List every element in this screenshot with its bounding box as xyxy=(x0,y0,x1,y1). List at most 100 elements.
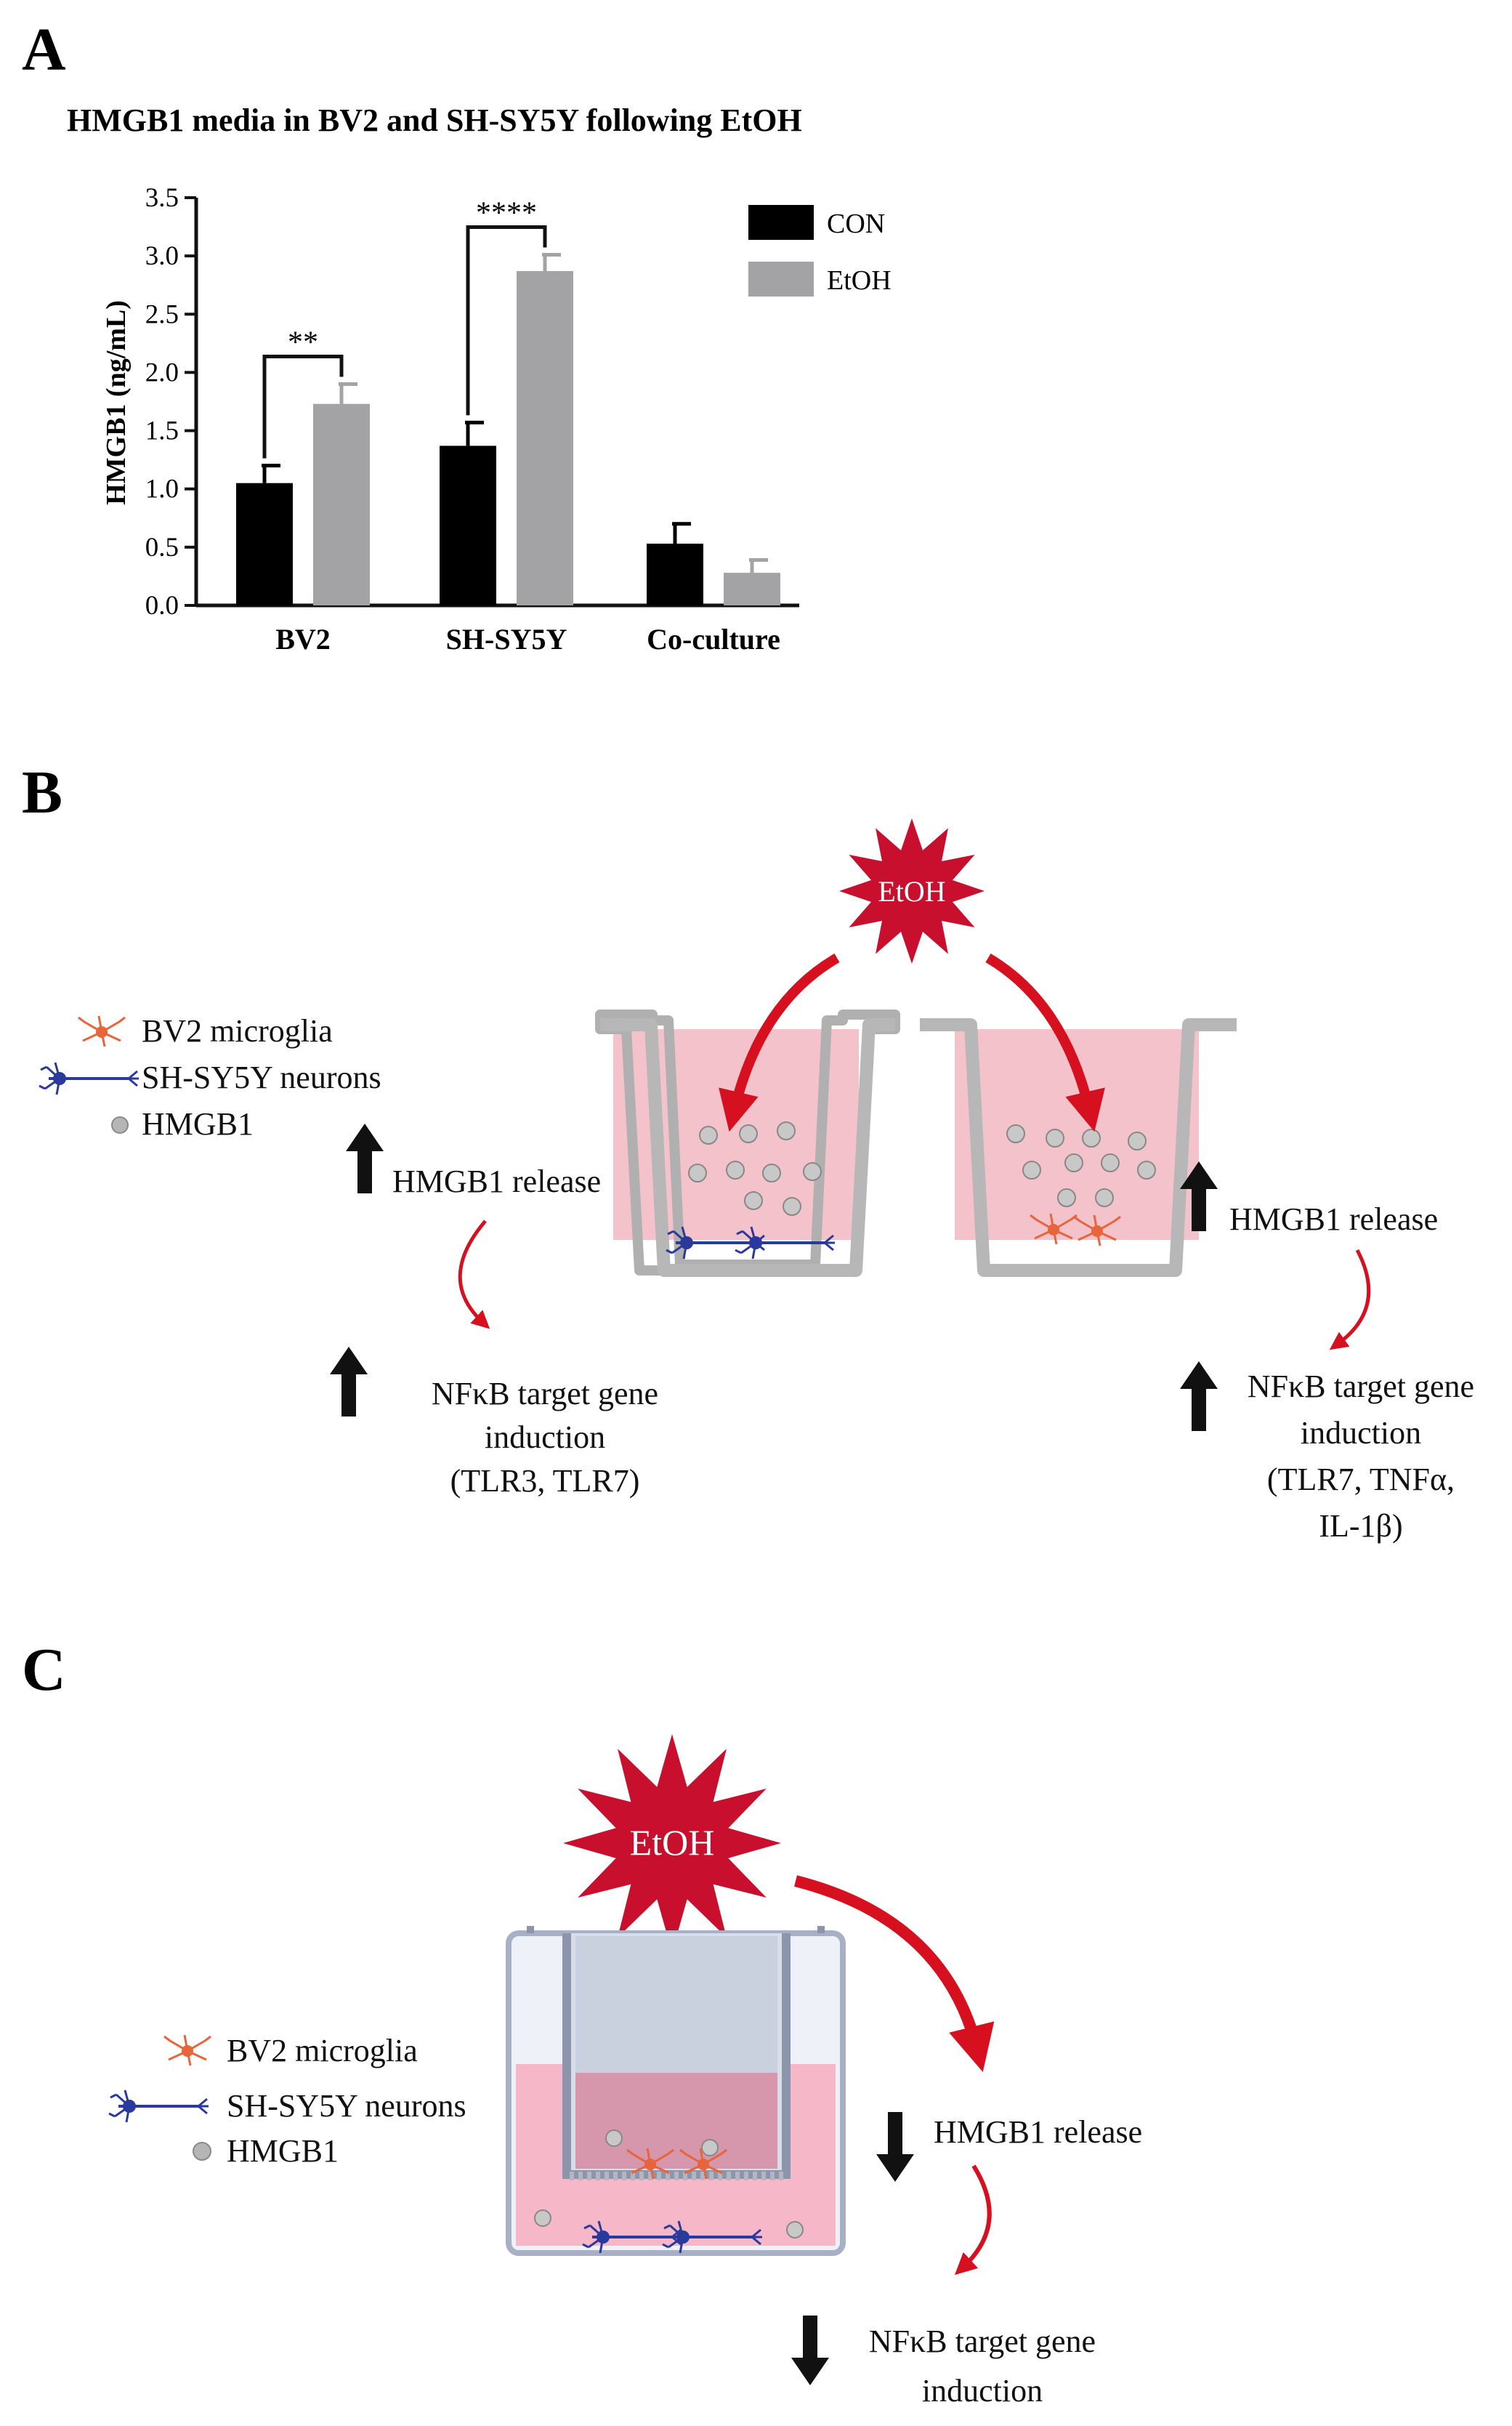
etoh-burst-shape xyxy=(563,1734,781,1952)
y-axis-label: HMGB1 (ng/mL) xyxy=(101,300,132,505)
hmgb1-particle xyxy=(699,1126,718,1145)
x-category-label: Co-culture xyxy=(647,623,780,656)
significance-bracket xyxy=(262,354,344,459)
legend-label-etoh: EtOH xyxy=(827,265,892,296)
curved-arrow-right xyxy=(1329,1249,1371,1350)
right-induction-2: induction xyxy=(1301,1415,1421,1451)
legend-microglia-b: BV2 microglia xyxy=(142,1013,333,1049)
neuron-legend-icon xyxy=(38,1061,140,1096)
etoh-arrow-right xyxy=(985,953,1105,1132)
well-wall-right xyxy=(920,1018,1237,1277)
curved-arrow-left xyxy=(458,1220,490,1329)
legend-swatch-etoh xyxy=(748,262,814,297)
transwell xyxy=(506,1926,846,2256)
up-arrow-icon xyxy=(330,1347,368,1416)
c-induction-1: NFκB target gene xyxy=(869,2324,1096,2359)
etoh-arrow-c xyxy=(794,1875,995,2073)
hmgb1-particle xyxy=(1064,1153,1083,1172)
hmgb1-particle xyxy=(1137,1161,1156,1180)
hmgb1-particle xyxy=(701,2139,719,2156)
y-tick-label: 3.5 xyxy=(145,183,179,213)
legend-neurons-b: SH-SY5Y neurons xyxy=(142,1060,381,1095)
bar-con-2 xyxy=(647,544,703,605)
significance-label: ** xyxy=(288,326,318,359)
panel-letter-c: C xyxy=(22,1636,66,1704)
y-tick-label: 0.0 xyxy=(145,591,179,621)
c-induction-2: induction xyxy=(922,2373,1043,2409)
y-tick-label: 1.5 xyxy=(145,416,179,446)
hmgb1-particle xyxy=(1082,1129,1101,1148)
hmgb1-particles-right xyxy=(1006,1124,1156,1207)
hmgb1-particle xyxy=(534,2209,551,2227)
hmgb1-particle xyxy=(605,2129,623,2147)
hmgb1-particle xyxy=(783,1197,801,1216)
insert-air xyxy=(575,1936,777,2073)
curved-arrow-c xyxy=(954,2164,992,2276)
hmgb1-particle xyxy=(1046,1129,1064,1148)
hmgb1-particle xyxy=(803,1162,822,1181)
y-tick-label: 3.0 xyxy=(145,241,179,271)
bar-etoh-1 xyxy=(517,270,573,605)
bar-con-1 xyxy=(440,446,496,605)
hmgb1-particle xyxy=(726,1161,745,1180)
x-category-label: BV2 xyxy=(275,623,331,656)
right-induction-3: (TLR7, TNFα, xyxy=(1267,1462,1455,1497)
chart-title: HMGB1 media in BV2 and SH-SY5Y following… xyxy=(67,102,802,138)
y-tick-label: 0.5 xyxy=(145,533,179,563)
chart-legend: CON EtOH xyxy=(748,205,892,297)
x-category-label: SH-SY5Y xyxy=(446,623,567,656)
hmgb1-legend-icon xyxy=(111,1116,129,1134)
etoh-star-b: EtOH xyxy=(839,818,985,964)
panel-letter-a: A xyxy=(22,16,66,84)
down-arrow-icon xyxy=(791,2316,829,2385)
microglia-legend-icon xyxy=(77,1015,126,1048)
legend-label-con: CON xyxy=(827,209,885,239)
hmgb1-particle xyxy=(1006,1124,1025,1143)
left-induction-2: induction xyxy=(485,1419,605,1455)
right-induction-4: IL-1β) xyxy=(1319,1508,1402,1544)
significance-label: **** xyxy=(476,197,537,230)
hmgb1-particle xyxy=(1128,1132,1147,1150)
etoh-star-c: EtOH xyxy=(563,1734,781,1952)
neuron-legend-icon xyxy=(108,2089,210,2124)
etoh-label-b: EtOH xyxy=(878,875,945,908)
legend-swatch-con xyxy=(748,205,814,240)
etoh-arrow-left xyxy=(719,953,840,1132)
well-wall-left xyxy=(600,1018,895,1277)
up-arrow-icon xyxy=(1180,1361,1218,1431)
insert-medium xyxy=(575,2073,777,2169)
y-tick-label: 2.5 xyxy=(145,299,179,329)
c-release-text: HMGB1 release xyxy=(934,2114,1142,2150)
etoh-label-c: EtOH xyxy=(630,1822,715,1863)
left-induction-1: NFκB target gene xyxy=(432,1376,658,1411)
hmgb1-particle xyxy=(1101,1153,1120,1172)
legend-hmgb1-c: HMGB1 xyxy=(227,2133,339,2169)
down-arrow-icon xyxy=(876,2112,914,2182)
hmgb1-particle xyxy=(744,1191,763,1210)
left-induction-3: (TLR3, TLR7) xyxy=(450,1463,640,1499)
legend-microglia-c: BV2 microglia xyxy=(227,2033,418,2068)
right-release-text: HMGB1 release xyxy=(1229,1201,1438,1237)
right-induction-1: NFκB target gene xyxy=(1248,1369,1474,1404)
etoh-burst-shape xyxy=(839,818,985,964)
hmgb1-particle xyxy=(739,1124,758,1143)
y-tick-label: 2.0 xyxy=(145,358,179,387)
up-arrow-icon xyxy=(346,1124,384,1193)
hmgb1-particle xyxy=(762,1164,781,1182)
legend-neurons-c: SH-SY5Y neurons xyxy=(227,2088,466,2124)
hmgb1-particle xyxy=(1022,1161,1041,1180)
left-release-text: HMGB1 release xyxy=(392,1164,601,1199)
hmgb1-particle xyxy=(777,1121,796,1140)
hmgb1-particle xyxy=(1057,1188,1076,1207)
hmgb1-particle xyxy=(688,1164,707,1182)
microglia-legend-icon xyxy=(163,2034,212,2067)
bar-etoh-0 xyxy=(313,403,370,605)
bar-con-0 xyxy=(236,483,293,605)
hmgb1-legend-icon xyxy=(193,2142,211,2161)
bar-etoh-2 xyxy=(724,573,780,605)
significance-bracket xyxy=(466,225,547,416)
panel-letter-b: B xyxy=(22,759,62,826)
hmgb1-particle xyxy=(1095,1188,1114,1207)
